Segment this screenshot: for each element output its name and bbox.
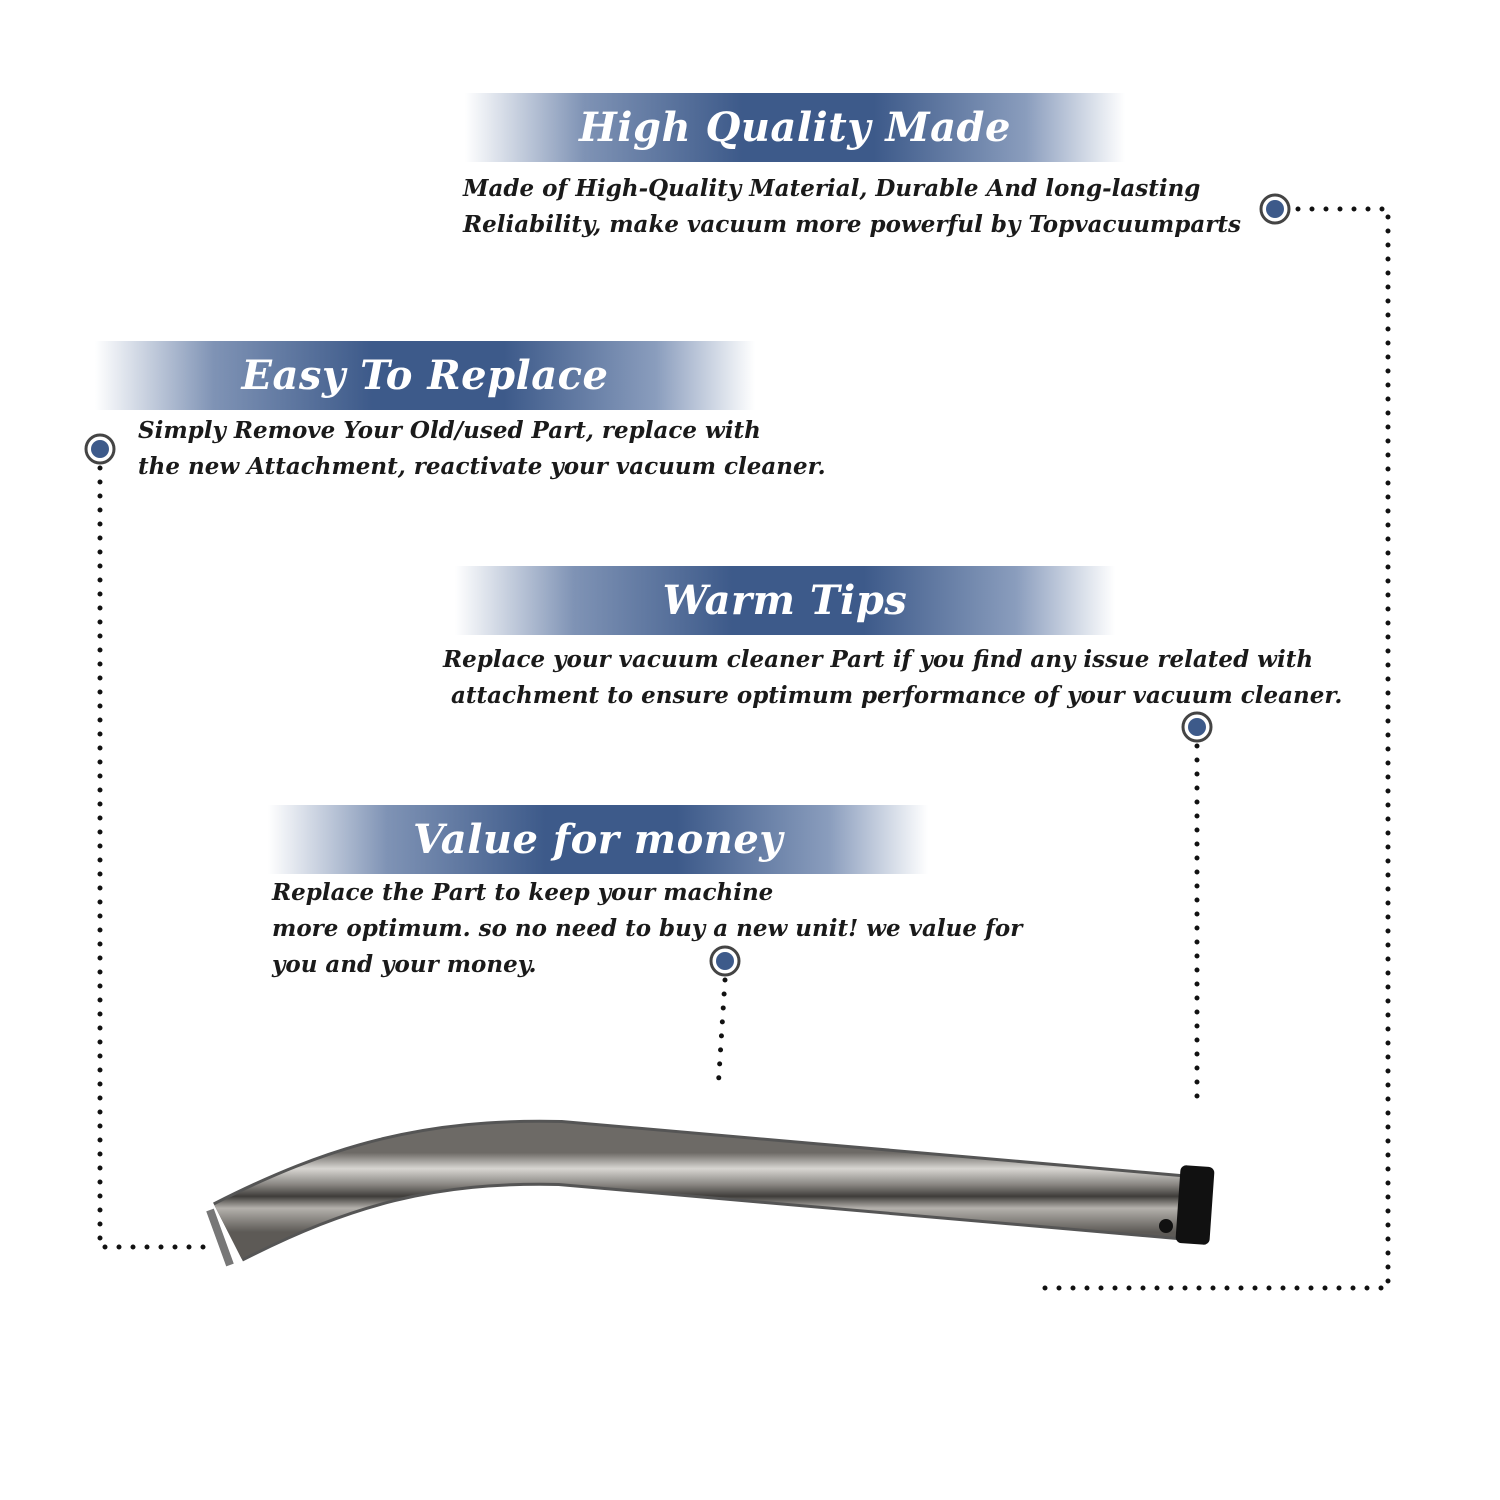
marker-high-quality-icon xyxy=(1259,193,1291,225)
description-line: you and your money. xyxy=(272,951,537,978)
description-warm-tips: Replace your vacuum cleaner Part if you … xyxy=(443,642,1342,714)
marker-value-icon xyxy=(709,945,741,977)
banner-warm-tips: Warm Tips xyxy=(455,566,1115,635)
banner-title: Warm Tips xyxy=(662,577,908,624)
dotted-connector-value xyxy=(715,977,728,1093)
description-line: Simply Remove Your Old/used Part, replac… xyxy=(138,417,761,444)
banner-title: Easy To Replace xyxy=(241,352,609,399)
banner-title: High Quality Made xyxy=(579,104,1011,151)
description-high-quality: Made of High-Quality Material, Durable A… xyxy=(463,171,1241,243)
dotted-connector-easy-replace xyxy=(97,465,215,1250)
marker-easy-replace-icon xyxy=(84,433,116,465)
description-line: Replace your vacuum cleaner Part if you … xyxy=(443,646,1314,673)
description-line: more optimum. so no need to buy a new un… xyxy=(272,915,1023,942)
description-value: Replace the Part to keep your machine mo… xyxy=(272,875,1022,983)
dotted-connector-high-quality xyxy=(1035,206,1391,1291)
description-line: the new Attachment, reactivate your vacu… xyxy=(138,453,826,480)
marker-warm-tips-icon xyxy=(1181,711,1213,743)
banner-value: Value for money xyxy=(268,805,928,874)
description-line: Replace the Part to keep your machine xyxy=(272,879,774,906)
vacuum-wand-tube-icon xyxy=(206,1119,1215,1267)
description-line: Made of High-Quality Material, Durable A… xyxy=(463,175,1201,202)
banner-easy-replace: Easy To Replace xyxy=(95,341,755,410)
banner-high-quality: High Quality Made xyxy=(465,93,1125,162)
description-line: Reliability, make vacuum more powerful b… xyxy=(463,211,1241,238)
banner-title: Value for money xyxy=(412,816,784,863)
description-line: attachment to ensure optimum performance… xyxy=(443,682,1343,709)
description-easy-replace: Simply Remove Your Old/used Part, replac… xyxy=(138,413,826,485)
